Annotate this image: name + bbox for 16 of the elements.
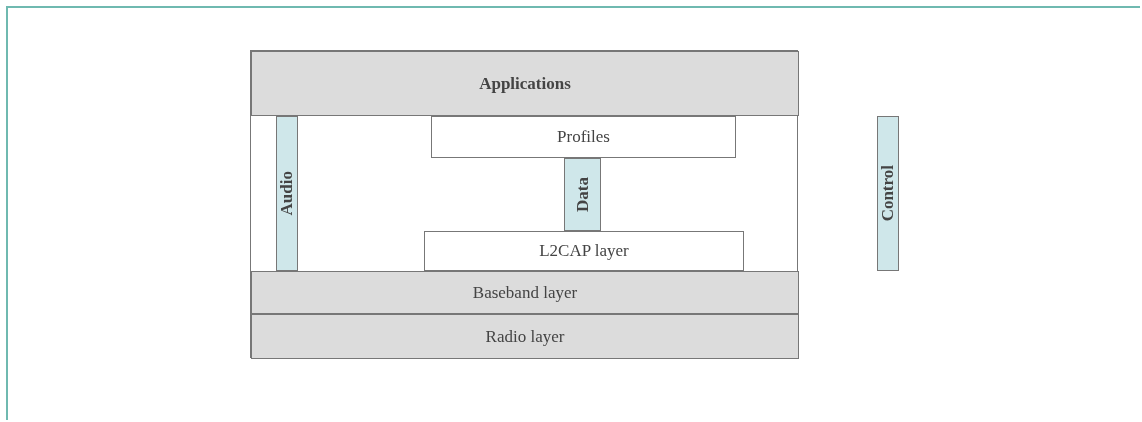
layer-label: Audio (277, 171, 297, 216)
layer-label: Radio layer (485, 326, 565, 347)
layer-label: Applications (479, 73, 571, 94)
layer-label: Baseband layer (472, 282, 578, 303)
audio-bar (276, 116, 298, 271)
layer-label: Control (878, 165, 898, 222)
profiles-box (431, 116, 736, 158)
baseband-band (251, 271, 799, 314)
l2cap-box (424, 231, 744, 271)
layer-label: Data (572, 177, 593, 212)
radio-band (251, 314, 799, 359)
layer-label: Profiles (557, 127, 610, 147)
control-bar (877, 116, 899, 271)
applications-band (251, 51, 799, 116)
data-bar (564, 158, 601, 231)
layer-label: L2CAP layer (539, 241, 629, 261)
